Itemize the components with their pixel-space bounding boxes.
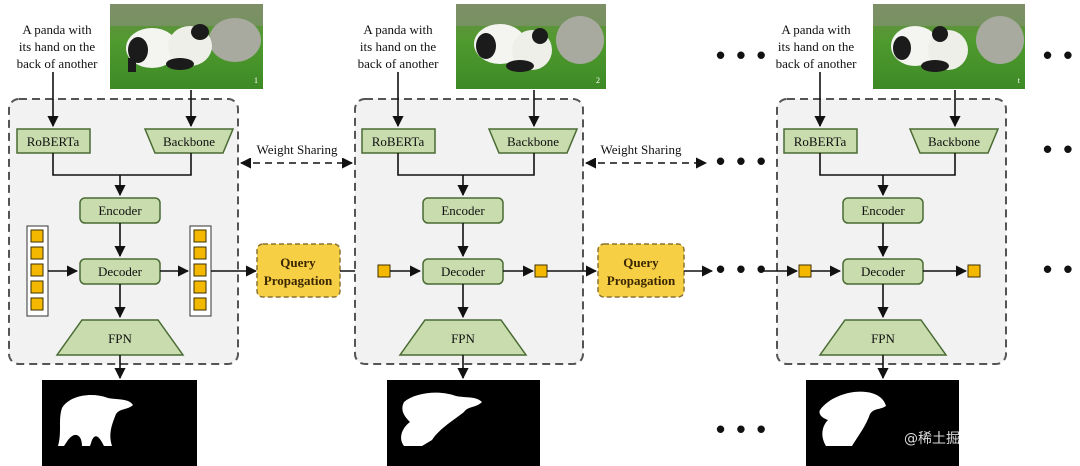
frame-t-backbone-label: Backbone bbox=[928, 134, 980, 149]
ellipsis-right-query: • • • bbox=[1043, 254, 1080, 284]
frame-1-model-box bbox=[8, 98, 239, 365]
frame-1-roberta-label: RoBERTa bbox=[27, 134, 80, 149]
frame-t-encoder-label: Encoder bbox=[861, 203, 905, 218]
query-propagation-box-1 bbox=[256, 243, 341, 298]
frame-t-index: t bbox=[1018, 76, 1021, 85]
frame-2-backbone-node bbox=[487, 128, 579, 154]
frame-1-input-queries bbox=[26, 225, 49, 317]
weight-sharing-label-1: Weight Sharing bbox=[257, 142, 338, 157]
ellipsis-query-propagation: • • • bbox=[716, 254, 768, 284]
frame-2-decoder-label: Decoder bbox=[441, 264, 486, 279]
frame-2-video-image: 2 bbox=[456, 4, 606, 89]
frame-1-backbone-node bbox=[143, 128, 235, 154]
frame-1-group: A panda with its hand on the back of ano… bbox=[8, 4, 263, 466]
ellipsis-right-weight: • • • bbox=[1043, 134, 1080, 164]
frame-1-caption-line-3: back of another bbox=[17, 56, 99, 71]
frame-t-output-query bbox=[967, 264, 981, 278]
frame-2-group: A panda with its hand on the back of ano… bbox=[354, 4, 606, 466]
frame-1-mask-output bbox=[42, 380, 197, 466]
query-propagation-box-2 bbox=[597, 243, 685, 298]
frame-2-encoder-label: Encoder bbox=[441, 203, 485, 218]
frame-1-backbone-label: Backbone bbox=[163, 134, 215, 149]
frame-1-fpn-label: FPN bbox=[108, 331, 132, 346]
watermark-text: @稀土掘金技术社区 bbox=[904, 431, 1030, 447]
frame-t-caption-line-1: A panda with bbox=[781, 22, 851, 37]
query-propagation-1-line-1: Query bbox=[280, 255, 316, 270]
frame-t-fpn-label: FPN bbox=[871, 331, 895, 346]
ellipsis-weight-sharing: • • • bbox=[716, 146, 768, 176]
ellipsis-input-frames: • • • bbox=[716, 40, 768, 70]
frame-t-caption-line-3: back of another bbox=[776, 56, 858, 71]
frame-2-fpn-label: FPN bbox=[451, 331, 475, 346]
frame-2-output-query bbox=[534, 264, 548, 278]
frame-1-roberta-node bbox=[16, 128, 91, 154]
frame-t-mask-output bbox=[806, 380, 959, 466]
frame-t-caption-line-2: its hand on the bbox=[778, 39, 854, 54]
frame-2-mask-output bbox=[387, 380, 540, 466]
frame-1-caption-line-2: its hand on the bbox=[19, 39, 95, 54]
weight-sharing-label-2: Weight Sharing bbox=[601, 142, 682, 157]
ellipsis-masks: • • • bbox=[716, 414, 768, 444]
frame-2-caption-line-2: its hand on the bbox=[360, 39, 436, 54]
frame-1-decoder-label: Decoder bbox=[98, 264, 143, 279]
query-propagation-2-line-2: Propagation bbox=[607, 273, 676, 288]
frame-t-roberta-node bbox=[783, 128, 858, 154]
frame-t-model-box bbox=[776, 98, 1007, 365]
frame-t-decoder-label: Decoder bbox=[861, 264, 906, 279]
frame-2-backbone-label: Backbone bbox=[507, 134, 559, 149]
frame-2-model-box bbox=[354, 98, 584, 365]
frame-t-fpn-node bbox=[818, 319, 948, 356]
query-propagation-2-line-1: Query bbox=[623, 255, 659, 270]
frame-2-fpn-node bbox=[398, 319, 528, 356]
ellipsis-right-input: • • • bbox=[1043, 40, 1080, 70]
frame-1-index: 1 bbox=[254, 76, 258, 85]
frame-t-input-query bbox=[798, 264, 812, 278]
frame-2-input-query bbox=[377, 264, 391, 278]
frame-2-index: 2 bbox=[596, 76, 600, 85]
frame-1-fpn-node bbox=[55, 319, 185, 356]
frame-1-video-image: 1 bbox=[110, 4, 263, 89]
frame-2-roberta-label: RoBERTa bbox=[372, 134, 425, 149]
query-propagation-1-line-2: Propagation bbox=[264, 273, 333, 288]
frame-t-roberta-label: RoBERTa bbox=[794, 134, 847, 149]
frame-1-encoder-label: Encoder bbox=[98, 203, 142, 218]
frame-2-caption-line-1: A panda with bbox=[363, 22, 433, 37]
frame-1-caption-line-1: A panda with bbox=[22, 22, 92, 37]
frame-1-output-queries bbox=[189, 225, 212, 317]
frame-t-video-image: t bbox=[873, 4, 1025, 89]
frame-t-backbone-node bbox=[908, 128, 1000, 154]
frame-2-caption-line-3: back of another bbox=[358, 56, 440, 71]
frame-t-group: A panda with its hand on the back of ano… bbox=[760, 4, 1025, 466]
